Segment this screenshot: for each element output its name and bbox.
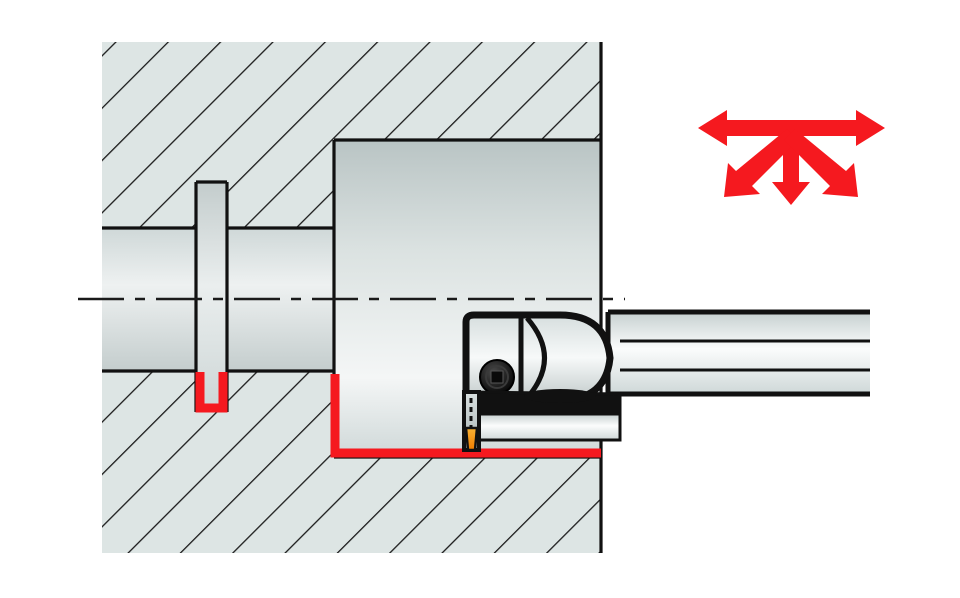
bore-machined-profile — [330, 374, 601, 458]
tool-arm-boss — [524, 389, 596, 403]
arrow-right-icon — [790, 110, 885, 146]
multi-direction-arrows — [698, 110, 885, 205]
boring-bar-shank — [605, 309, 870, 397]
tool-head-curved-face — [525, 316, 547, 400]
arrow-down-left-icon — [724, 129, 798, 197]
arrow-down-right-icon — [784, 129, 858, 197]
shank-body — [608, 312, 870, 394]
screw-head-ring — [485, 365, 509, 389]
insert-tip — [464, 426, 479, 452]
clamping-screw — [479, 359, 515, 395]
arrow-left-icon — [698, 110, 790, 146]
cutting-insert — [464, 426, 479, 452]
hex-socket-icon — [490, 370, 504, 384]
boring-bar-tool — [462, 309, 870, 452]
tool-lower-plate — [476, 412, 622, 442]
tool-lower-arm — [464, 389, 622, 442]
machined-surfaces — [195, 372, 601, 458]
groove-machined-profile — [195, 372, 228, 413]
arrow-down-icon — [772, 126, 810, 205]
